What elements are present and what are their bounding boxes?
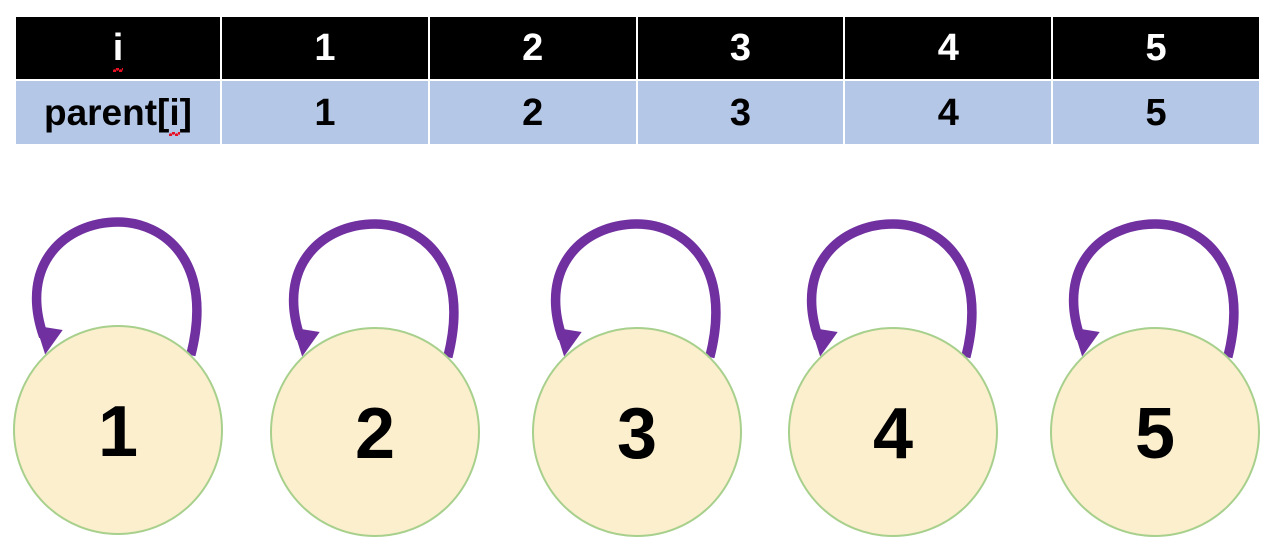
graph-node-5[interactable]: 5 xyxy=(1050,327,1260,537)
table-header-cell-2: 2 xyxy=(429,17,636,79)
table-header-cell-3: 3 xyxy=(637,17,844,79)
node-circle-1 xyxy=(13,325,223,535)
self-loop-arrowhead-2 xyxy=(293,327,320,357)
node-circle-5 xyxy=(1050,327,1260,537)
graph-area: 1 2 3 4 5 xyxy=(0,160,1281,549)
table-data-cell-2: 2 xyxy=(429,81,636,144)
self-loop-edge-3 xyxy=(550,219,721,359)
node-circle-2 xyxy=(270,327,480,537)
self-loop-edge-4 xyxy=(806,219,977,359)
self-loop-arrowhead-4 xyxy=(811,327,838,357)
parent-label-index: i xyxy=(169,92,180,136)
self-loop-edge-1 xyxy=(31,217,202,357)
self-loop-edge-2 xyxy=(288,219,459,359)
table-header-cell-4: 4 xyxy=(845,17,1052,79)
node-label-3: 3 xyxy=(617,394,657,474)
nodes-layer: 1 2 3 4 5 xyxy=(13,325,1260,537)
self-loop-arrowhead-5 xyxy=(1073,327,1100,357)
table-data-cell-1: 1 xyxy=(222,81,428,144)
graph-node-4[interactable]: 4 xyxy=(788,327,998,537)
self-loop-arrowhead-1 xyxy=(36,325,63,355)
node-label-5: 5 xyxy=(1135,394,1175,474)
table-data-row: parent[i] 1 2 3 4 5 xyxy=(16,81,1259,144)
node-label-2: 2 xyxy=(355,394,395,474)
table-data-cell-5: 5 xyxy=(1053,81,1259,144)
node-circle-3 xyxy=(532,327,742,537)
table-data-cell-4: 4 xyxy=(845,81,1052,144)
parent-label-prefix: parent[ xyxy=(43,92,170,133)
edges-layer xyxy=(31,217,1239,359)
graph-node-3[interactable]: 3 xyxy=(532,327,742,537)
table-header-label-cell: i xyxy=(16,17,220,79)
self-loop-arrowhead-3 xyxy=(555,327,582,357)
node-label-4: 4 xyxy=(873,394,913,474)
self-loop-graph-svg: 1 2 3 4 5 xyxy=(13,217,1260,537)
table-header-cell-5: 5 xyxy=(1053,17,1259,79)
parent-array-table: i 1 2 3 4 5 parent[i] 1 2 3 4 5 xyxy=(14,15,1261,146)
header-index-label: i xyxy=(112,27,124,72)
node-circle-4 xyxy=(788,327,998,537)
parent-label-suffix: ] xyxy=(179,92,192,133)
table-data-label-cell: parent[i] xyxy=(16,81,220,144)
graph-node-1[interactable]: 1 xyxy=(13,325,223,535)
table-header-cell-1: 1 xyxy=(222,17,428,79)
table-data-cell-3: 3 xyxy=(637,81,844,144)
graph-node-2[interactable]: 2 xyxy=(270,327,480,537)
table-header-row: i 1 2 3 4 5 xyxy=(16,17,1259,79)
self-loop-edge-5 xyxy=(1068,219,1239,359)
node-label-1: 1 xyxy=(98,392,138,472)
